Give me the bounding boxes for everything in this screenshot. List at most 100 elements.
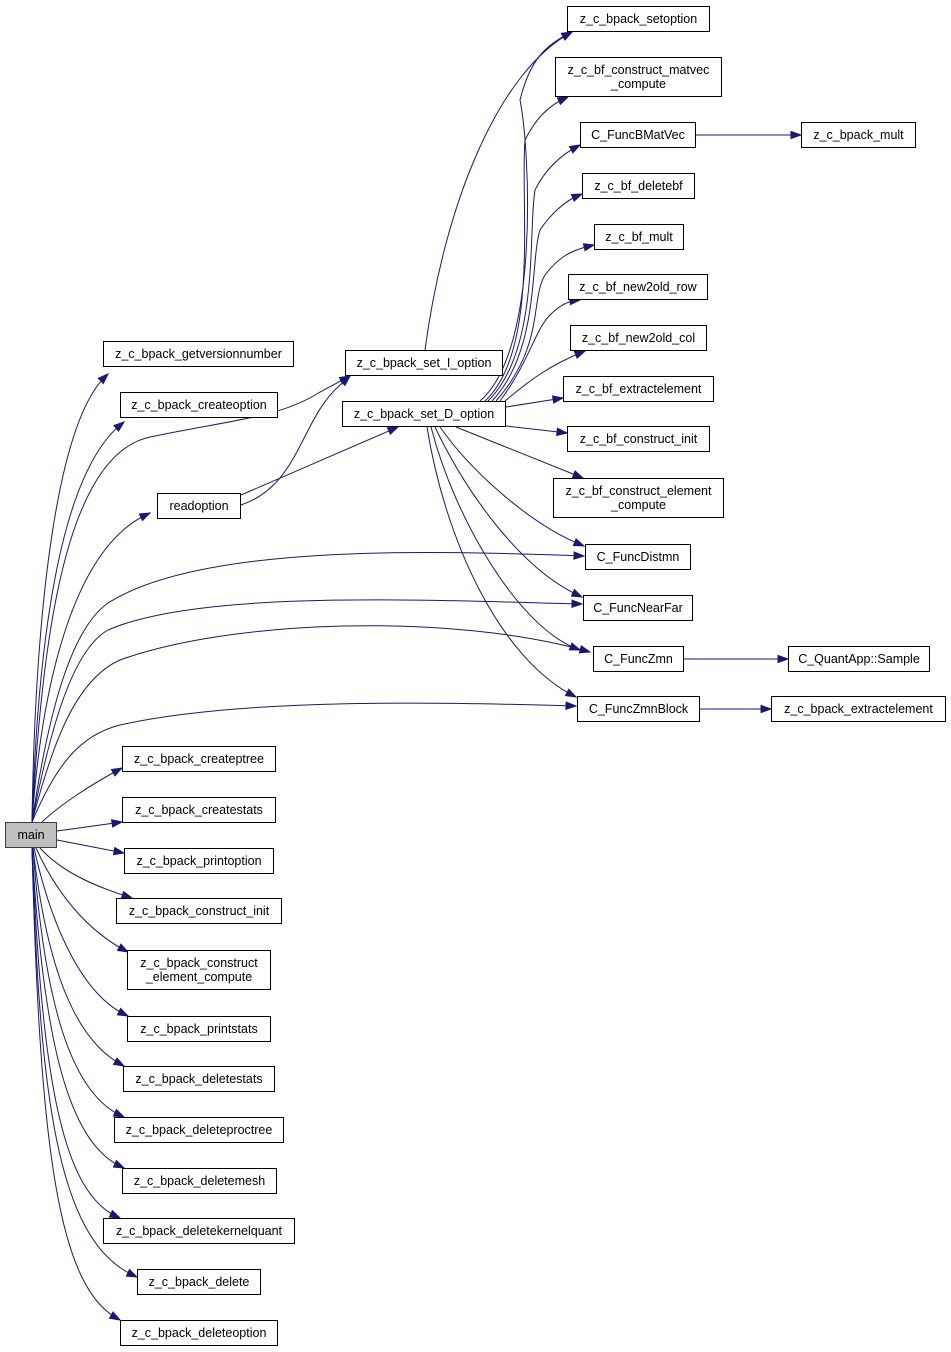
- node-printoption[interactable]: z_c_bpack_printoption: [124, 848, 274, 874]
- edge-arrowhead: [108, 1209, 122, 1219]
- node-funcbmatvec[interactable]: C_FuncBMatVec: [580, 122, 696, 148]
- edge-arrowhead: [339, 375, 352, 387]
- edge-arrowhead: [582, 243, 596, 252]
- edge-arrowhead: [97, 372, 110, 385]
- node-label: z_c_bf_deletebf: [594, 179, 683, 193]
- node-set-d-option[interactable]: z_c_bpack_set_D_option: [342, 401, 506, 427]
- node-label: z_c_bpack_construct_init: [128, 904, 270, 918]
- edge-arrowhead: [125, 1268, 139, 1278]
- node-label-line-1: z_c_bpack_construct: [140, 956, 258, 970]
- node-label: C_QuantApp::Sample: [798, 652, 920, 666]
- node-deletemesh[interactable]: z_c_bpack_deletemesh: [122, 1168, 277, 1194]
- node-construct-init[interactable]: z_c_bpack_construct_init: [116, 898, 282, 924]
- edge-main-to-createstats: [56, 821, 123, 832]
- node-deleteproctree[interactable]: z_c_bpack_deleteproctree: [114, 1117, 284, 1143]
- edge-main-to-construct_element_compute: [35, 847, 129, 953]
- edge-arrowhead: [138, 512, 152, 522]
- edge-main-to-FuncNearFar: [31, 599, 583, 823]
- node-label: C_FuncZmn: [604, 652, 673, 666]
- edge-arrowhead: [560, 31, 574, 41]
- node-label: z_c_bpack_deletestats: [135, 1072, 263, 1086]
- node-funcnearfar[interactable]: C_FuncNearFar: [583, 595, 693, 621]
- edge-arrowhead: [570, 588, 584, 598]
- edge-set_D_option-to-bf_construct_element_compute: [455, 426, 584, 479]
- node-set-i-option[interactable]: z_c_bpack_set_I_option: [345, 350, 503, 376]
- node-bf-extractelement[interactable]: z_c_bf_extractelement: [563, 376, 714, 402]
- edge-main-to-readoption: [31, 512, 151, 823]
- node-printstats[interactable]: z_c_bpack_printstats: [127, 1016, 271, 1042]
- node-label: z_c_bpack_mult: [813, 128, 904, 142]
- node-setoption[interactable]: z_c_bpack_setoption: [567, 6, 710, 32]
- node-bpack-delete[interactable]: z_c_bpack_delete: [137, 1269, 261, 1295]
- node-quantapp-sample[interactable]: C_QuantApp::Sample: [788, 646, 930, 672]
- edge-main-to-getversionnumber: [31, 373, 109, 823]
- node-createptree[interactable]: z_c_bpack_createptree: [122, 746, 276, 772]
- edge-main-to-FuncDistmn: [31, 552, 585, 823]
- node-construct-element-compute[interactable]: z_c_bpack_construct_element_compute: [127, 950, 271, 990]
- node-bf-mult[interactable]: z_c_bf_mult: [594, 224, 684, 250]
- node-bf-new2old-col[interactable]: z_c_bf_new2old_col: [570, 325, 707, 351]
- node-label: C_FuncDistmn: [596, 550, 680, 564]
- node-label: z_c_bpack_setoption: [579, 12, 698, 26]
- node-label: C_FuncZmnBlock: [588, 702, 689, 716]
- node-label: C_FuncNearFar: [593, 601, 683, 615]
- edge-arrowhead: [790, 130, 803, 140]
- node-getversionnumber[interactable]: z_c_bpack_getversionnumber: [103, 341, 294, 367]
- node-label: z_c_bpack_deletekernelquant: [115, 1224, 283, 1238]
- node-label: z_c_bpack_deleteproctree: [125, 1123, 273, 1137]
- node-funcdistmn[interactable]: C_FuncDistmn: [585, 544, 691, 570]
- node-label: z_c_bpack_printoption: [136, 854, 262, 868]
- edge-main-to-FuncZmnBlock: [31, 702, 577, 823]
- node-label: z_c_bpack_extractelement: [784, 702, 933, 716]
- edge-arrowhead: [116, 1007, 130, 1017]
- edge-set_D_option-to-FuncZmn: [430, 426, 581, 651]
- edge-set_D_option-to-bf_mult: [495, 244, 595, 402]
- node-main: main: [5, 822, 57, 848]
- node-bpack-extractelement[interactable]: z_c_bpack_extractelement: [771, 696, 946, 722]
- node-bf-construct-element-compute[interactable]: z_c_bf_construct_element_compute: [553, 478, 724, 518]
- edge-main-to-construct_init: [39, 847, 133, 899]
- node-label: z_c_bf_new2old_row: [579, 280, 697, 294]
- edge-arrowhead: [112, 1057, 126, 1067]
- node-bf-construct-init[interactable]: z_c_bf_construct_init: [567, 426, 710, 452]
- edge-arrowhead: [777, 654, 790, 664]
- edge-arrowhead: [556, 96, 570, 106]
- node-readoption[interactable]: readoption: [157, 493, 241, 519]
- node-label: z_c_bpack_printstats: [140, 1022, 258, 1036]
- edge-arrowhead: [108, 1311, 122, 1321]
- edge-arrowhead: [112, 1108, 126, 1118]
- node-bf-new2old-row[interactable]: z_c_bf_new2old_row: [568, 274, 708, 300]
- edge-main-to-deletekernelquant: [31, 847, 121, 1219]
- edge-set_I_option-to-setoption: [424, 31, 573, 351]
- edge-arrowhead: [112, 1159, 126, 1169]
- node-funczmnblock[interactable]: C_FuncZmnBlock: [577, 696, 700, 722]
- node-label: z_c_bpack_getversionnumber: [115, 347, 282, 361]
- node-label: z_c_bpack_createoption: [131, 398, 267, 412]
- node-createoption[interactable]: z_c_bpack_createoption: [120, 392, 278, 418]
- edge-arrowhead: [116, 943, 130, 953]
- node-label: C_FuncBMatVec: [591, 128, 685, 142]
- node-deleteoption[interactable]: z_c_bpack_deleteoption: [120, 1320, 278, 1346]
- node-label: z_c_bpack_set_I_option: [356, 356, 492, 370]
- edge-set_D_option-to-bf_new2old_col: [504, 350, 586, 402]
- node-label-line-2: _element_compute: [145, 970, 253, 984]
- edge-main-to-createptree: [41, 767, 123, 823]
- edge-arrowhead: [571, 599, 584, 609]
- edge-main-to-deleteoption: [31, 847, 121, 1321]
- node-funczmn[interactable]: C_FuncZmn: [593, 646, 684, 672]
- node-bpack-mult[interactable]: z_c_bpack_mult: [801, 122, 916, 148]
- edge-set_D_option-to-FuncDistmn: [439, 426, 585, 547]
- node-createstats[interactable]: z_c_bpack_createstats: [122, 797, 276, 823]
- edge-main-to-deletemesh: [31, 847, 125, 1169]
- node-deletestats[interactable]: z_c_bpack_deletestats: [123, 1066, 275, 1092]
- edge-set_D_option-to-FuncZmnBlock: [426, 426, 577, 698]
- node-label: z_c_bf_mult: [605, 230, 673, 244]
- edge-readoption-to-set_D_option: [240, 426, 399, 496]
- node-label-line-2: _compute: [611, 498, 666, 512]
- node-bf-construct-matvec-compute[interactable]: z_c_bf_construct_matvec_compute: [555, 57, 722, 97]
- node-bf-deletebf[interactable]: z_c_bf_deletebf: [582, 173, 695, 199]
- node-deletekernelquant[interactable]: z_c_bpack_deletekernelquant: [103, 1218, 295, 1244]
- edge-readoption-to-set_I_option: [240, 375, 351, 506]
- node-label-line-1: z_c_bf_construct_matvec: [567, 63, 710, 77]
